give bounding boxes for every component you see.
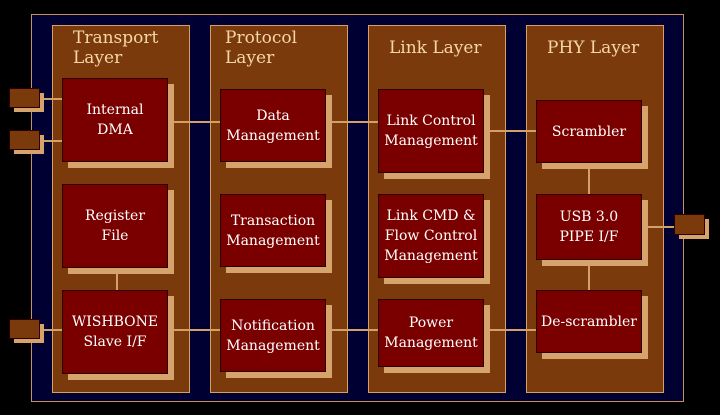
wire-scrambler-usb — [588, 163, 590, 194]
link-layer-title: Link Layer — [389, 38, 482, 58]
wire-port1 — [40, 98, 64, 100]
protocol-layer-title: Protocol Layer — [225, 28, 298, 68]
wire-data-linkcontrol — [326, 121, 380, 123]
power-mgmt-block: Power Management — [378, 299, 484, 367]
data-mgmt-block: Data Management — [220, 89, 326, 162]
wire-usb-descrambler — [588, 260, 590, 290]
transaction-mgmt-block: Transaction Management — [220, 194, 326, 267]
link-control-block: Link Control Management — [378, 89, 484, 173]
register-file-block: Register File — [62, 184, 168, 268]
link-cmd-block: Link CMD & Flow Control Management — [378, 194, 484, 278]
transaction-mgmt-label: Transaction Management — [226, 212, 320, 249]
usb-pipe-label: USB 3.0 PIPE I/F — [559, 209, 619, 245]
wire-dma-data — [168, 121, 222, 123]
notification-mgmt-block: Notification Management — [220, 299, 326, 372]
notification-mgmt-label: Notification Management — [226, 317, 320, 354]
port-left-2 — [9, 130, 40, 150]
wire-register-wishbone — [116, 268, 118, 290]
descrambler-block: De-scrambler — [536, 290, 642, 353]
port-right — [674, 214, 705, 235]
link-control-label: Link Control Management — [384, 113, 478, 149]
usb-pipe-block: USB 3.0 PIPE I/F — [536, 194, 642, 260]
scrambler-label: Scrambler — [551, 123, 627, 140]
wire-port2 — [40, 140, 64, 142]
register-file-label: Register File — [84, 208, 146, 244]
wire-linkcontrol-scrambler — [484, 130, 538, 132]
transport-layer-title: Transport Layer — [73, 28, 159, 68]
wishbone-label: WISHBONE Slave I/F — [71, 314, 159, 350]
wire-notification-power — [326, 329, 380, 331]
wishbone-block: WISHBONE Slave I/F — [62, 290, 168, 374]
data-mgmt-label: Data Management — [226, 107, 320, 144]
wire-wishbone-notification — [168, 329, 222, 331]
phy-layer-title: PHY Layer — [547, 38, 640, 58]
descrambler-label: De-scrambler — [541, 313, 637, 330]
internal-dma-block: Internal DMA — [62, 78, 168, 162]
port-left-1 — [9, 88, 40, 108]
port-left-3 — [9, 319, 40, 339]
scrambler-block: Scrambler — [536, 100, 642, 163]
power-mgmt-label: Power Management — [384, 315, 478, 351]
wire-power-descrambler — [484, 329, 538, 331]
wire-usb-port — [642, 226, 680, 228]
wire-port3 — [40, 329, 64, 331]
internal-dma-label: Internal DMA — [86, 102, 144, 138]
link-cmd-label: Link CMD & Flow Control Management — [384, 208, 478, 264]
